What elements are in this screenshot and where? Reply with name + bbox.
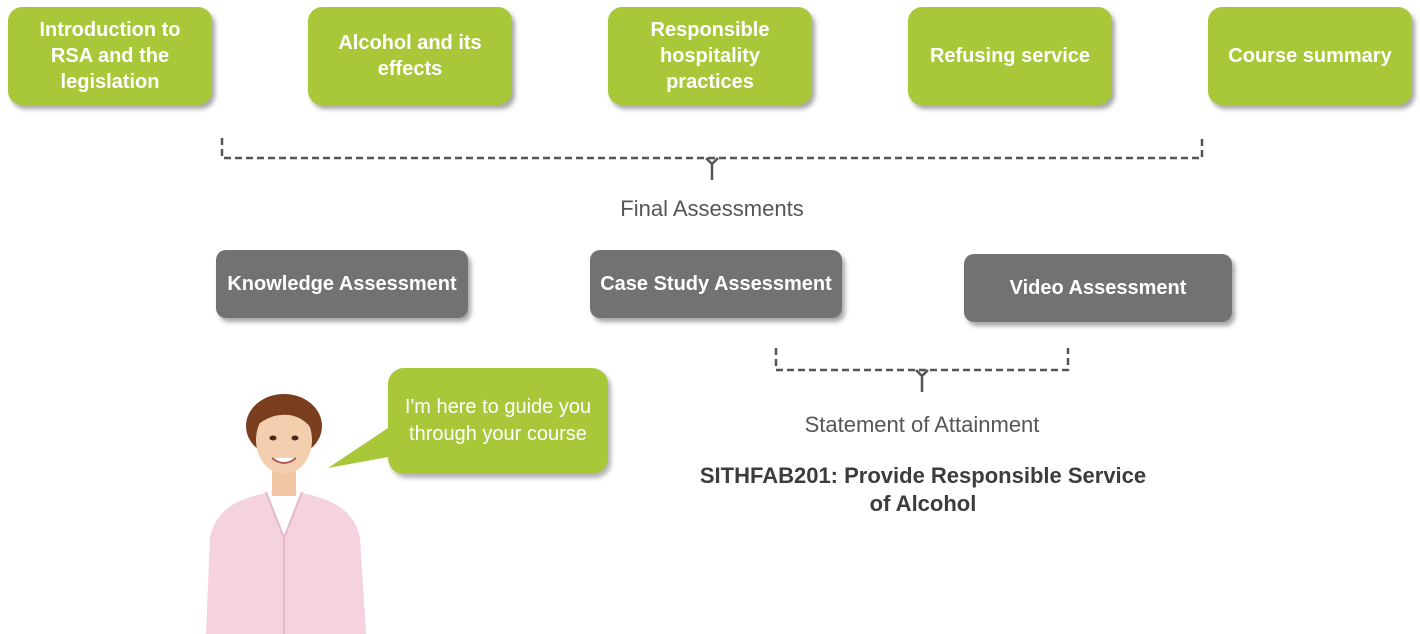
module-responsible-practices-label: Responsible hospitality practices: [650, 19, 770, 93]
module-refusing-service-label: Refusing service: [929, 45, 1091, 67]
knowledge-assessment-label: Knowledge Assessment: [227, 272, 457, 295]
guide-speech-bubble: I'm here to guide you through your cours…: [388, 368, 608, 474]
modules-bracket: [220, 138, 1204, 160]
module-intro-rsa-label: Introduction to RSA and the legislation: [39, 19, 181, 93]
case-study-assessment-box[interactable]: Case Study Assessment: [590, 250, 842, 318]
video-assessment-label: Video Assessment: [1009, 276, 1187, 299]
final-assessments-label: Final Assessments: [620, 196, 804, 221]
modules-bracket-stem: [705, 157, 719, 180]
module-alcohol-effects[interactable]: Alcohol and its effects: [308, 7, 512, 105]
module-responsible-practices[interactable]: Responsible hospitality practices: [608, 7, 812, 105]
statement-of-attainment-label: Statement of Attainment: [804, 412, 1040, 437]
module-alcohol-effects-label: Alcohol and its effects: [338, 32, 482, 80]
guide-speech-text: I'm here to guide you through your cours…: [404, 396, 592, 445]
speech-bubble-tail: [328, 424, 394, 468]
module-refusing-service[interactable]: Refusing service: [908, 7, 1112, 105]
case-study-assessment-label: Case Study Assessment: [600, 272, 832, 295]
video-assessment-box[interactable]: Video Assessment: [964, 254, 1232, 322]
guide-person-illustration: [206, 394, 366, 634]
module-course-summary[interactable]: Course summary: [1208, 7, 1412, 105]
module-intro-rsa[interactable]: Introduction to RSA and the legislation: [8, 7, 212, 105]
knowledge-assessment-box[interactable]: Knowledge Assessment: [216, 250, 468, 318]
assessments-bracket: [774, 348, 1070, 372]
module-course-summary-label: Course summary: [1228, 45, 1392, 67]
unit-title: SITHFAB201: Provide Responsible Service …: [699, 463, 1147, 516]
assessments-bracket-stem: [915, 369, 929, 392]
